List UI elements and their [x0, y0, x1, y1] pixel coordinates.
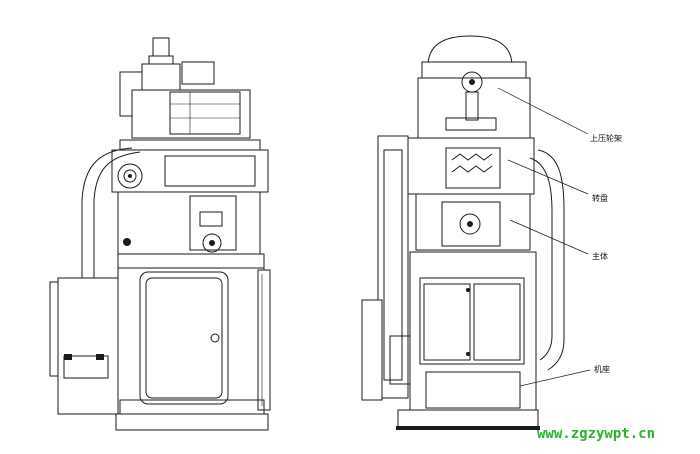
side-view: [49, 37, 271, 431]
label-base: 机座: [594, 364, 610, 374]
watermark-text: www.zgzywpt.cn: [537, 426, 655, 442]
label-main-body: 主体: [592, 251, 608, 261]
label-turntable: 转盘: [592, 193, 608, 203]
front-view: [361, 35, 565, 430]
part-labels: 上压轮架 转盘 主体 机座: [497, 87, 622, 387]
label-upper-wheel-frame: 上压轮架: [590, 133, 622, 143]
